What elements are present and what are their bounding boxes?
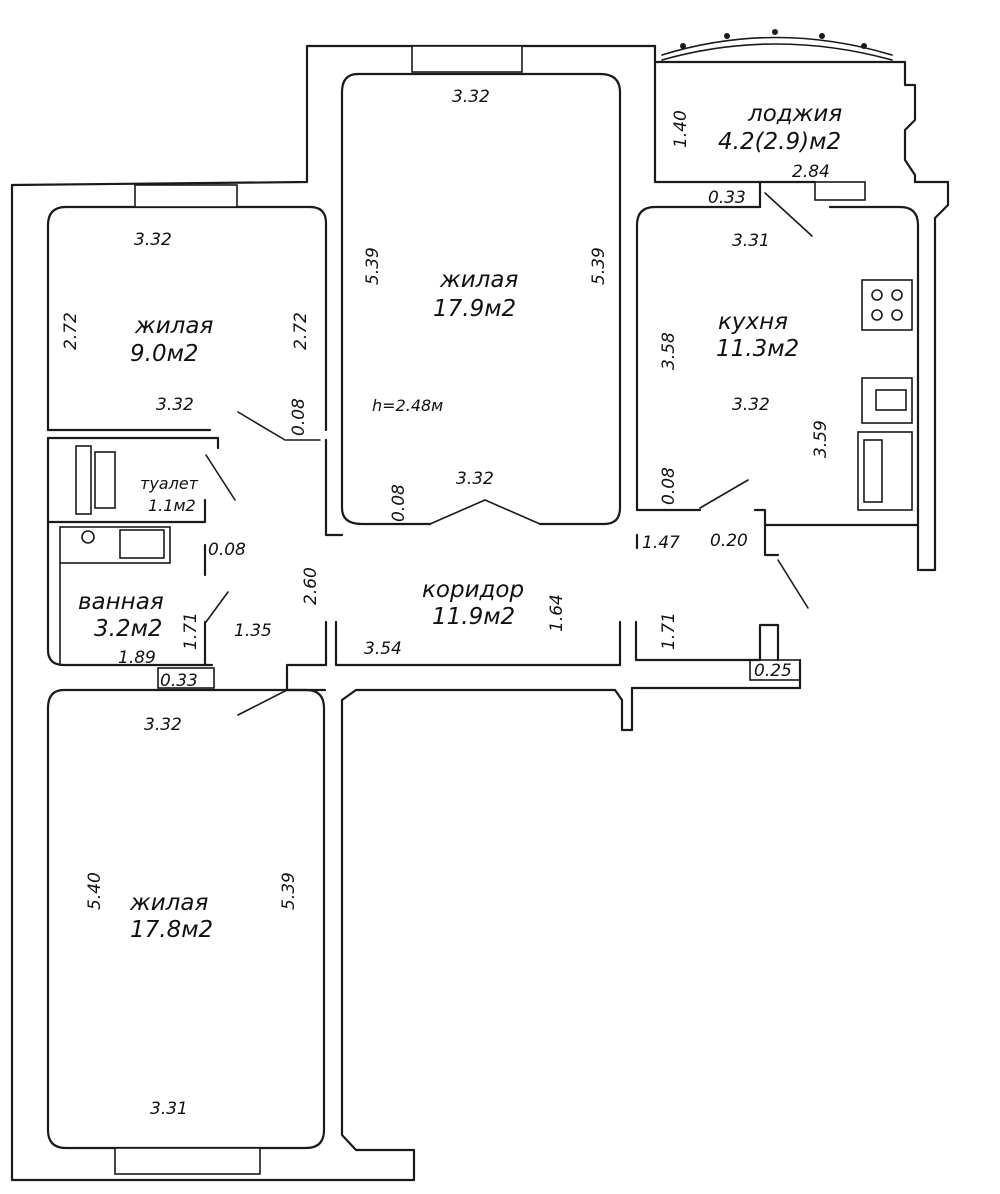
room-area-kitchen: 11.3м2 [716,336,799,362]
room-name-bath: ванная [78,589,164,615]
dim-kitchen-wall: 0.08 [659,467,679,505]
dim-bath-width: 1.35 [234,621,272,641]
dim-corr-wall: 0.20 [710,531,748,551]
dim-bottom-height-r: 5.39 [279,872,299,910]
dim-left-height-l: 2.72 [61,312,81,350]
room-area-loggia: 4.2(2.9)м2 [718,129,841,155]
room-area-bath: 3.2м2 [94,616,163,642]
dim-bath-wall-b: 0.33 [160,671,198,691]
room-name-left: жилая [134,313,213,339]
room-name-bottom: жилая [129,890,208,916]
ceiling-height: h=2.48м [372,396,443,415]
corridor [237,438,809,716]
top-living-room [340,45,622,526]
loggia-walls [653,29,917,201]
room-name-loggia: лоджия [747,101,842,127]
dim-kitchen-height-r: 3.59 [811,420,831,458]
dim-corr-end: 1.47 [642,533,680,553]
dim-corr-wall-b: 0.25 [754,661,792,681]
room-area-corridor: 11.9м2 [432,604,515,630]
dim-top-wall: 0.08 [389,484,409,522]
kitchen [635,180,920,572]
dim-kitchen-width-a: 3.31 [732,231,770,251]
room-name-toilet: туалет [140,474,199,493]
dim-corr-height-a: 2.60 [301,567,321,605]
dim-corr-right-h: 1.71 [659,612,679,650]
dim-bath-bottom: 1.89 [118,648,156,668]
dim-bottom-width-a: 3.32 [144,715,182,735]
dim-bath-wall: 0.08 [208,540,246,560]
dim-bottom-width-b: 3.31 [150,1099,188,1119]
left-living-room [46,184,328,441]
dim-corr-length: 3.54 [364,639,402,659]
dim-bottom-height-l: 5.40 [85,872,105,910]
dimension-labels: 3.32 5.39 5.39 3.32 0.08 3.32 2.72 2.72 … [61,87,831,1119]
dim-loggia-width: 2.84 [792,162,830,182]
dim-bath-height: 1.71 [181,612,201,650]
room-name-top: жилая [439,267,518,293]
toilet-bath-block [46,436,236,689]
room-area-left: 9.0м2 [130,341,199,367]
room-area-toilet: 1.1м2 [148,496,196,515]
dim-left-width-a: 3.32 [134,230,172,250]
room-name-kitchen: кухня [718,309,788,335]
dim-top-height-r: 5.39 [589,247,609,285]
dim-kitchen-wall-top: 0.33 [708,188,746,208]
room-labels: жилая 17.9м2 h=2.48м жилая 9.0м2 кухня 1… [78,101,842,943]
dim-loggia-depth: 1.40 [671,110,691,148]
dim-corr-width: 1.64 [547,594,567,632]
room-area-bottom: 17.8м2 [130,917,213,943]
bottom-living-room [46,688,326,1175]
dim-left-height-r: 2.72 [291,312,311,350]
room-area-top: 17.9м2 [433,296,516,322]
dim-top-width-b: 3.32 [456,469,494,489]
dim-top-height-l: 5.39 [363,247,383,285]
room-name-corridor: коридор [422,577,524,603]
dim-left-width-b: 3.32 [156,395,194,415]
dim-top-width-a: 3.32 [452,87,490,107]
dim-kitchen-height: 3.58 [659,332,679,370]
dim-left-wall: 0.08 [289,398,309,436]
dim-kitchen-width-b: 3.32 [732,395,770,415]
